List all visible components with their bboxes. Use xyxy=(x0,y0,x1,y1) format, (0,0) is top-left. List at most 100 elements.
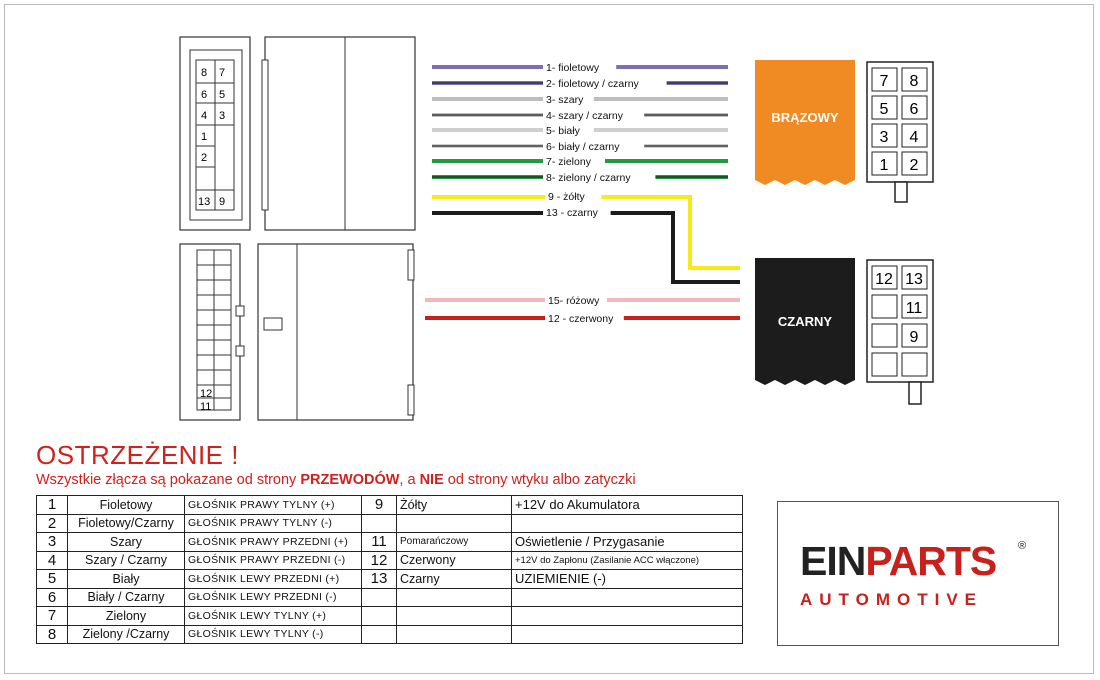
pin-label: 3 xyxy=(880,129,889,146)
pin-label: 13 xyxy=(198,196,210,208)
left-connector-top: 8 7 6 5 4 3 1 2 13 9 xyxy=(179,36,251,231)
black-plug-body xyxy=(755,258,855,385)
pin-label: 5 xyxy=(219,89,225,101)
table-cell: GŁOŚNIK LEWY TYLNY (+) xyxy=(184,606,362,626)
wire-label-bg xyxy=(543,110,645,122)
left-connector-bottom: 12 11 xyxy=(179,243,245,421)
table-cell: Czarny xyxy=(396,569,512,589)
table-cell: 3 xyxy=(36,532,68,552)
wire-label-bg xyxy=(543,172,656,184)
wire-label: 9 - żółty xyxy=(548,191,586,203)
pin-label: 12 xyxy=(200,388,212,400)
table-cell: 2 xyxy=(36,513,68,533)
table-cell: 7 xyxy=(36,606,68,626)
table-cell: Czerwony xyxy=(396,550,512,570)
table-cell: Pomarańczowy xyxy=(396,532,512,552)
table-cell: GŁOŚNIK PRAWY TYLNY (-) xyxy=(184,513,362,533)
table-cell: +12V do Akumulatora xyxy=(511,495,743,515)
table-cell: Szary xyxy=(67,532,185,552)
table-cell: 12 xyxy=(361,550,397,570)
wire-label-bg xyxy=(545,313,624,325)
warning-text: od strony wtyku albo zatyczki xyxy=(443,472,636,488)
brown-plug-pinout: 7 8 5 6 3 4 1 2 xyxy=(866,61,934,203)
wire-label: 2- fioletowy / czarny xyxy=(546,78,640,90)
pin-label: 11 xyxy=(906,300,923,317)
logo-tagline: AUTOMOTIVE xyxy=(800,590,984,609)
wire-label: 1- fioletowy xyxy=(546,62,600,74)
left-connector-bottom-side xyxy=(257,243,415,421)
pin-label: 1 xyxy=(880,157,889,174)
wire-label-bg xyxy=(543,125,594,137)
wire xyxy=(432,211,740,284)
table-cell xyxy=(396,606,512,626)
wire-label-bg xyxy=(543,94,594,106)
pin-label: 9 xyxy=(219,196,225,208)
table-cell: Zielony /Czarny xyxy=(67,624,185,644)
pin-label: 1 xyxy=(201,131,207,143)
pin-label: 12 xyxy=(875,271,893,288)
warning-emphasis: PRZEWODÓW xyxy=(300,472,400,488)
black-plug-label: CZARNY xyxy=(778,314,832,329)
wire-label-bg xyxy=(543,78,667,90)
table-cell: 1 xyxy=(36,495,68,515)
table-cell: 13 xyxy=(361,569,397,589)
pin-label: 9 xyxy=(910,329,919,346)
wire-label-bg xyxy=(543,207,611,219)
registered-mark: ® xyxy=(1018,540,1027,552)
table-cell: Zielony xyxy=(67,606,185,626)
black-plug-pinout: 12 13 11 9 xyxy=(866,259,934,405)
table-cell: +12V do Zapłonu (Zasilanie ACC włączone) xyxy=(511,550,743,570)
table-cell: 8 xyxy=(36,624,68,644)
left-connector-top-side xyxy=(261,36,416,231)
wire-label-bg xyxy=(545,295,607,307)
table-cell xyxy=(511,513,743,533)
wire-label-bg xyxy=(543,156,605,168)
pin-label: 11 xyxy=(200,401,211,413)
table-cell: GŁOŚNIK PRAWY PRZEDNI (-) xyxy=(184,550,362,570)
table-cell xyxy=(361,513,397,533)
wire-label-bg xyxy=(543,141,645,153)
table-cell xyxy=(361,606,397,626)
table-cell: 5 xyxy=(36,569,68,589)
logo-part1: EIN xyxy=(800,538,866,584)
table-cell: GŁOŚNIK PRAWY TYLNY (+) xyxy=(184,495,362,515)
pin-label: 7 xyxy=(880,73,889,90)
warning-subtitle: Wszystkie złącza są pokazane od strony P… xyxy=(36,472,636,488)
outer-frame xyxy=(4,4,1094,674)
wire-label: 4- szary / czarny xyxy=(546,110,624,122)
warning-title: OSTRZEŻENIE ! xyxy=(36,440,239,470)
pin-label: 7 xyxy=(219,67,225,79)
table-cell: Żółty xyxy=(396,495,512,515)
warning-text: Wszystkie złącza są pokazane od strony xyxy=(36,472,301,488)
table-cell: UZIEMIENIE (-) xyxy=(511,569,743,589)
wire-label: 5- biały xyxy=(546,125,581,137)
table-cell xyxy=(361,624,397,644)
logo-part2: PARTS xyxy=(865,538,997,584)
warning-text: , a xyxy=(399,472,420,488)
table-cell: Fioletowy/Czarny xyxy=(67,513,185,533)
brown-plug-body xyxy=(755,60,855,185)
wire-label: 8- zielony / czarny xyxy=(546,172,631,184)
table-cell: 4 xyxy=(36,550,68,570)
pin-label: 6 xyxy=(910,101,919,118)
table-cell xyxy=(511,624,743,644)
pin-label: 2 xyxy=(910,157,919,174)
table-cell: Szary / Czarny xyxy=(67,550,185,570)
wire-label: 12 - czerwony xyxy=(548,313,614,325)
table-cell xyxy=(511,606,743,626)
wire-label: 13 - czarny xyxy=(546,207,599,219)
table-cell: 11 xyxy=(361,532,397,552)
table-cell xyxy=(396,513,512,533)
pin-label: 6 xyxy=(201,89,207,101)
table-cell: GŁOŚNIK LEWY PRZEDNI (-) xyxy=(184,587,362,607)
einparts-logo: EINPARTS ® AUTOMOTIVE xyxy=(777,501,1059,646)
table-cell: Fioletowy xyxy=(67,495,185,515)
